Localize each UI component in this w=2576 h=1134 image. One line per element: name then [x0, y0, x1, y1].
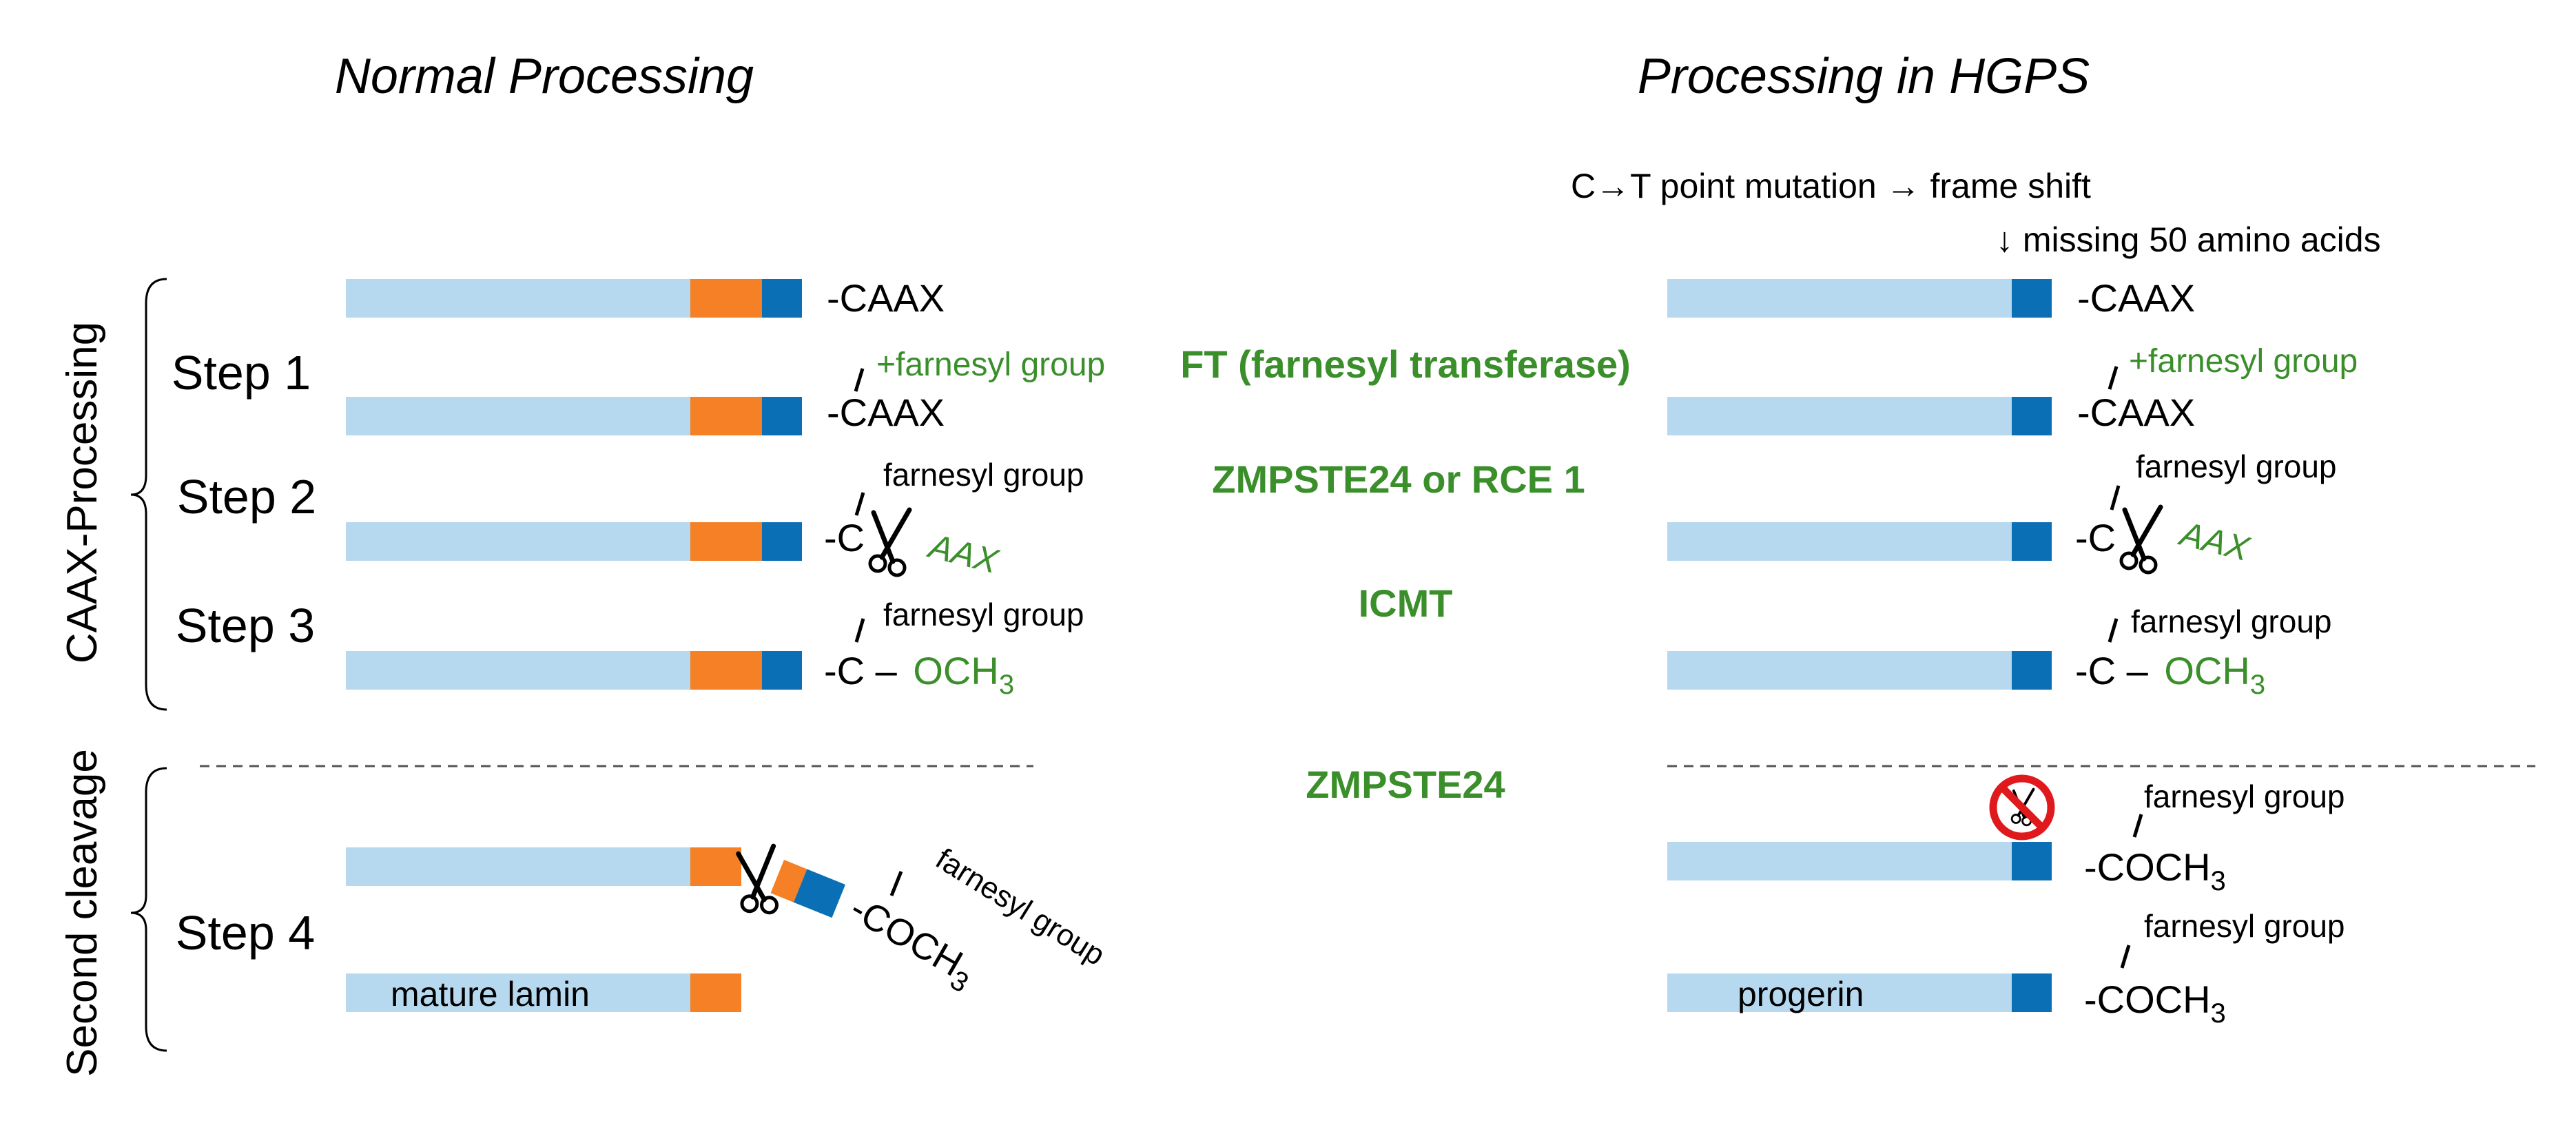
caax-segment: [2012, 397, 2052, 435]
plus-farnesyl-label: +farnesyl group: [876, 347, 1105, 383]
side-label-second-cleavage: Second cleavage: [59, 749, 106, 1077]
caax-fragment: [793, 869, 846, 918]
caax-segment: [762, 279, 802, 318]
no-cleavage-icon: [1989, 774, 2055, 841]
title-processing-hgps: Processing in HGPS: [1638, 49, 2090, 104]
farnesyl-bond: [889, 871, 903, 896]
protein-bar: [1667, 279, 2012, 318]
protein-bar: [1667, 651, 2012, 690]
caax-segment: [762, 651, 802, 690]
farnesyl-bond: [2120, 945, 2131, 969]
protein-bar: [1667, 522, 2012, 561]
caax-segment: [762, 522, 802, 561]
caax-segment: [2012, 522, 2052, 561]
step-label-2: Step 2: [177, 470, 316, 524]
c-och3-label: -C – OCH3: [2075, 649, 2265, 700]
scissors-icon: [2121, 507, 2161, 573]
progerin-label: progerin: [1738, 975, 1864, 1013]
step-label-1: Step 1: [172, 346, 311, 400]
farnesyl-bond: [854, 368, 865, 392]
protein-bar: [346, 522, 690, 561]
cleaved-fragment: [770, 860, 846, 918]
c-prefix-label: -C: [824, 516, 865, 559]
caax-label: -CAAX: [2077, 276, 2195, 320]
mature-lamin-label: mature lamin: [391, 975, 590, 1013]
plus-farnesyl-label: +farnesyl group: [2129, 343, 2358, 380]
bracket-second-cleavage: [130, 767, 167, 1052]
protein-bar: [346, 651, 690, 690]
orange-segment: [690, 522, 762, 561]
protein-bar: [346, 397, 690, 435]
caax-label: -CAAX: [827, 276, 945, 320]
missing-amino-acids-note: ↓ missing 50 amino acids: [1996, 220, 2381, 259]
orange-segment: [690, 973, 741, 1012]
farnesyl-label: farnesyl group: [883, 457, 1084, 493]
bracket-caax: [130, 278, 167, 711]
coch3-fragment-label: -COCH3: [840, 887, 983, 998]
protein-bar: [1667, 842, 2012, 880]
coch3-label: -COCH3: [2084, 845, 2226, 896]
enzyme-icmt: ICMT: [1359, 581, 1453, 625]
caax-label: -CAAX: [2077, 391, 2195, 434]
orange-fragment: [770, 860, 807, 903]
scissors-icon: [870, 510, 909, 575]
farnesyl-bond: [2108, 366, 2119, 390]
scissors-icon: [734, 846, 783, 916]
side-label-caax-processing: CAAX-Processing: [59, 322, 106, 663]
enzyme-ft: FT (farnesyl transferase): [1180, 342, 1631, 386]
orange-segment: [690, 651, 762, 690]
orange-segment: [690, 847, 741, 886]
caax-segment: [2012, 279, 2052, 318]
caax-label: -CAAX: [827, 391, 945, 434]
caax-segment: [762, 397, 802, 435]
caax-segment: [2012, 973, 2052, 1012]
enzyme-zmpste24-rce1: ZMPSTE24 or RCE 1: [1212, 457, 1585, 501]
mature-lamin-bar: [346, 973, 690, 1012]
farnesyl-bond: [854, 492, 865, 516]
caax-segment: [2012, 651, 2052, 690]
enzyme-zmpste24: ZMPSTE24: [1306, 763, 1505, 806]
c-prefix-label: -C: [2075, 516, 2116, 559]
title-normal-processing: Normal Processing: [335, 49, 754, 104]
farnesyl-label: farnesyl group: [883, 597, 1084, 632]
protein-bar: [346, 279, 690, 318]
farnesyl-label: farnesyl group: [2144, 908, 2345, 944]
caax-segment: [2012, 842, 2052, 880]
farnesyl-label: farnesyl group: [2144, 779, 2345, 814]
orange-segment: [690, 397, 762, 435]
step-label-3: Step 3: [176, 599, 315, 652]
coch3-label: -COCH3: [2084, 978, 2226, 1029]
farnesyl-bond: [2110, 485, 2121, 511]
aax-label: AAX: [2174, 514, 2254, 569]
c-och3-label: -C – OCH3: [824, 649, 1014, 700]
farnesyl-bond: [2132, 814, 2143, 838]
progerin-bar: [1667, 973, 2012, 1012]
protein-bar: [1667, 397, 2012, 435]
farnesyl-label: farnesyl group: [2136, 449, 2337, 484]
orange-segment: [690, 279, 762, 318]
aax-label: AAX: [923, 526, 1002, 581]
farnesyl-bond: [854, 618, 865, 643]
farnesyl-label: farnesyl group: [2131, 604, 2332, 639]
mutation-note: C→T point mutation → frame shift: [1571, 167, 2091, 205]
step-label-4: Step 4: [176, 906, 315, 960]
farnesyl-bond: [2108, 618, 2119, 643]
protein-bar: [346, 847, 690, 886]
